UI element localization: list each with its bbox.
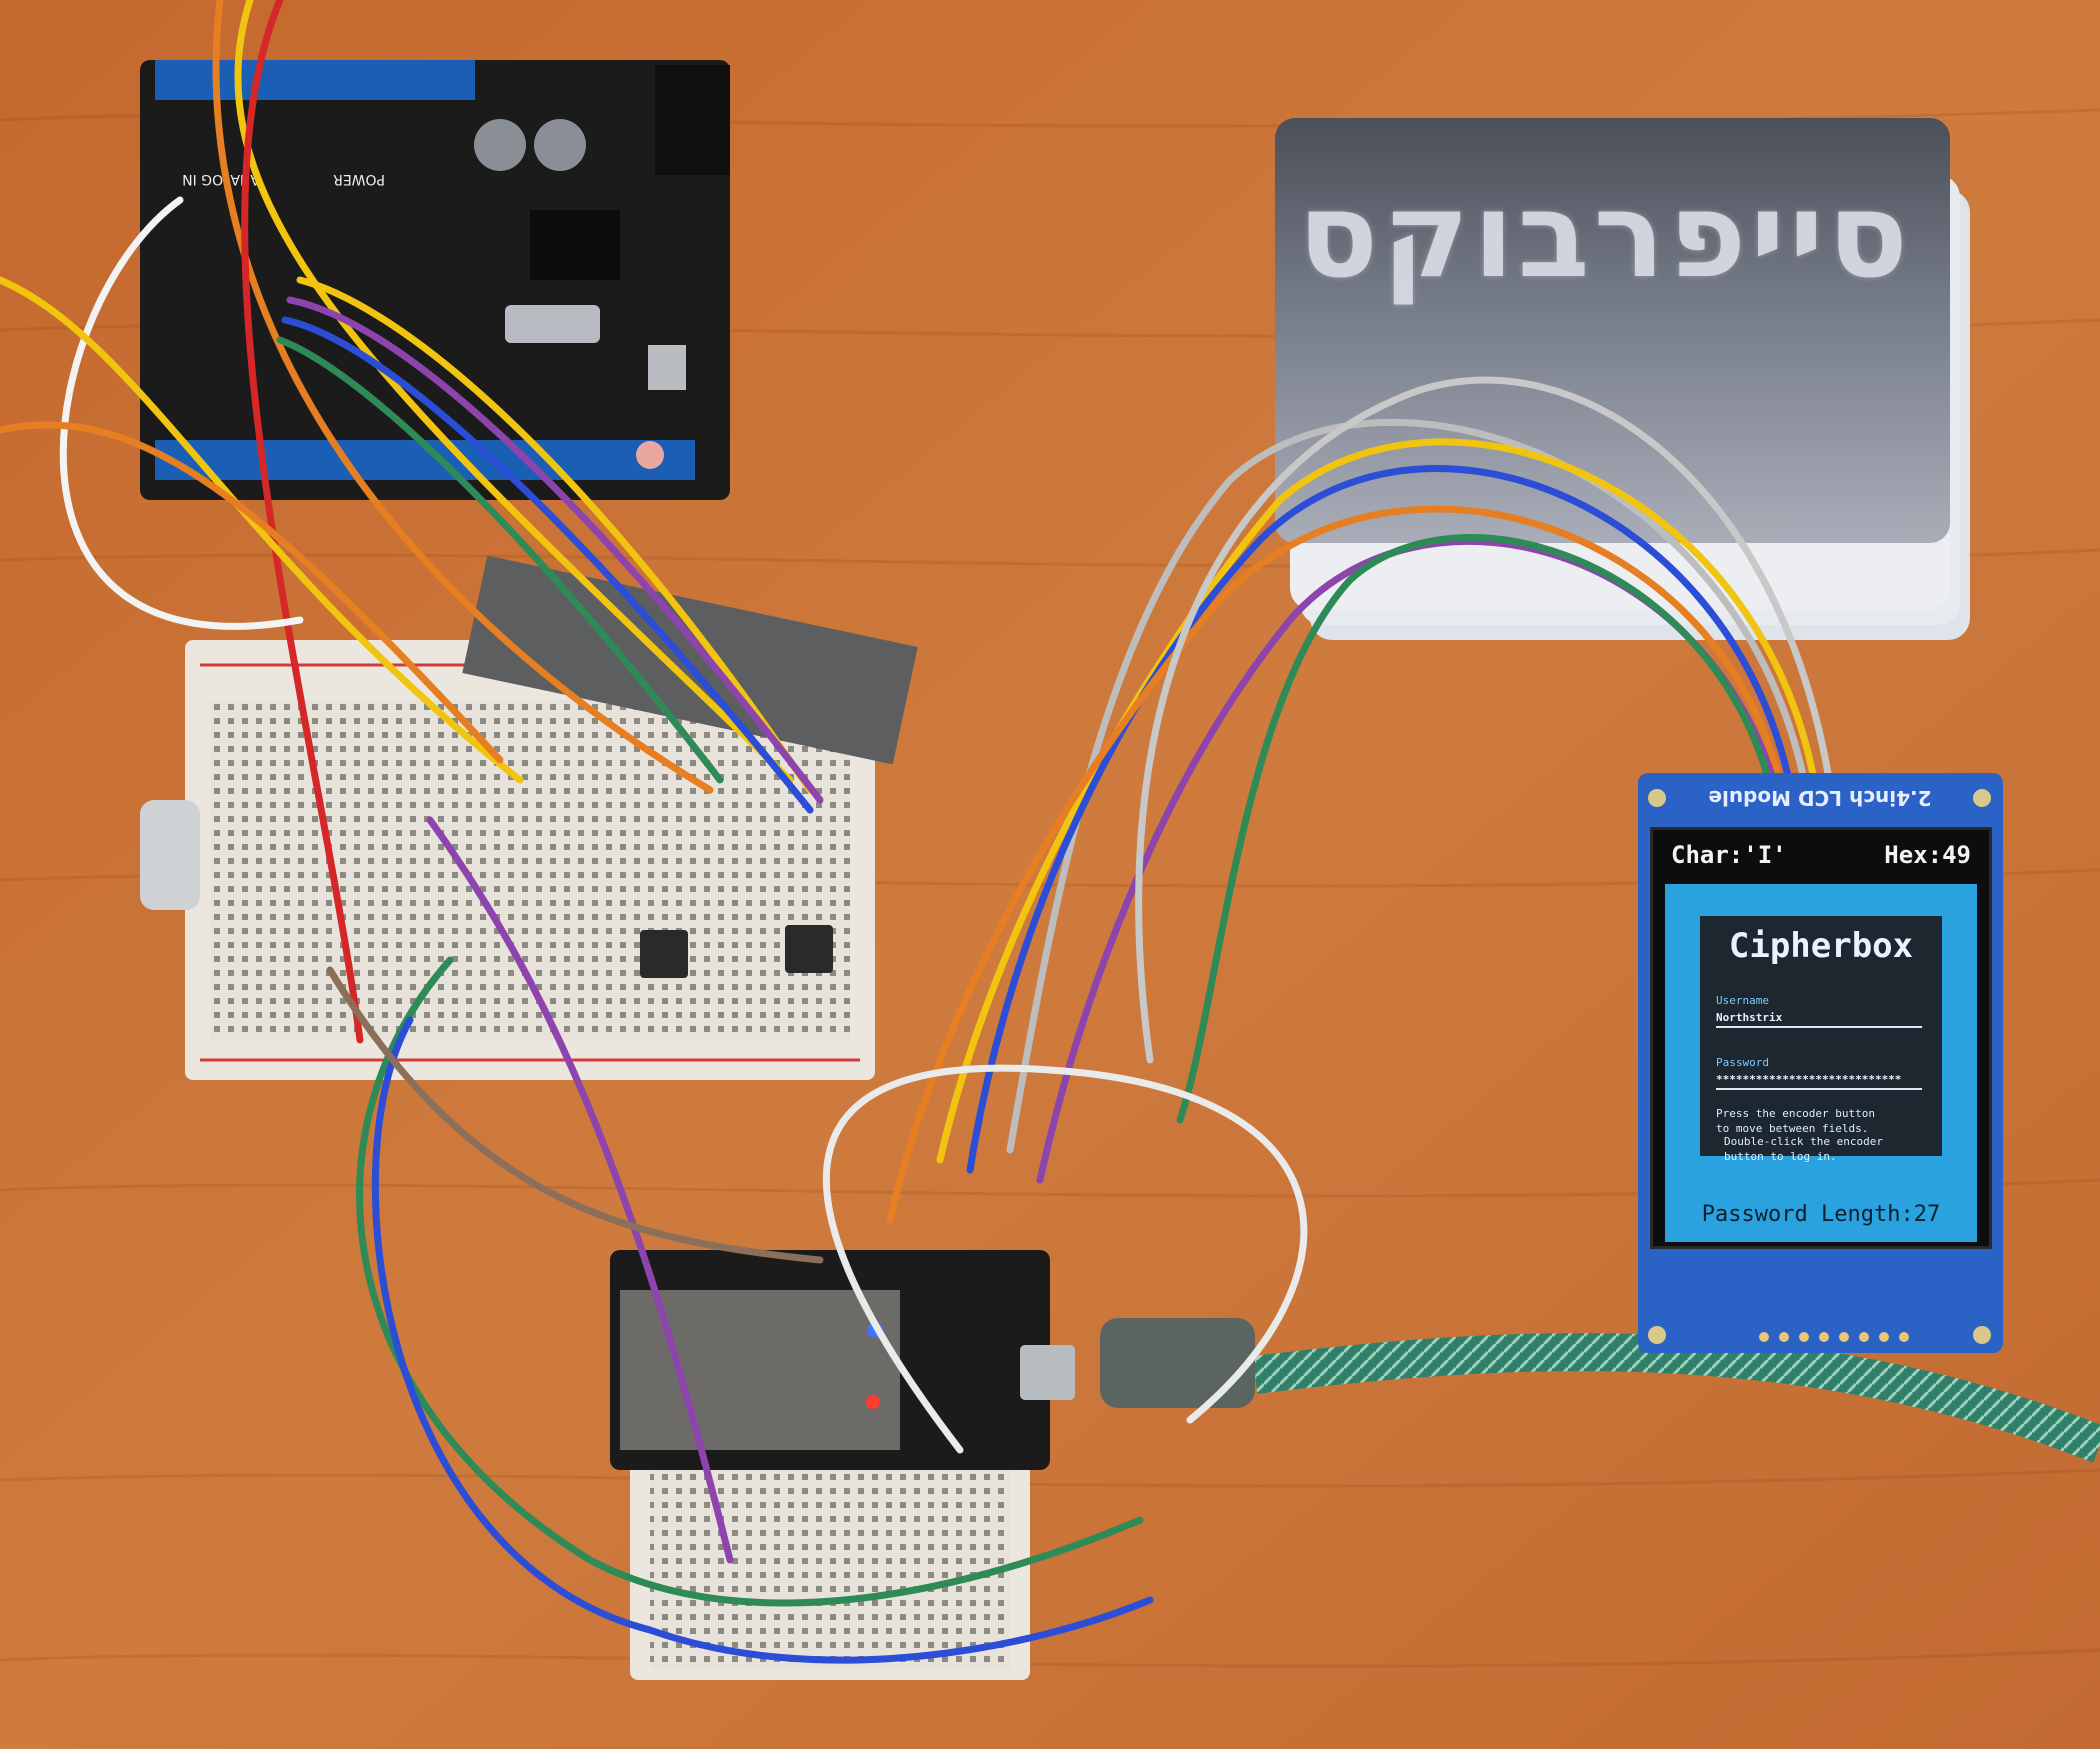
- help-line: button to log in.: [1724, 1150, 1837, 1163]
- help-line: Double-click the encoder: [1724, 1135, 1883, 1148]
- login-card: Cipherbox Username Northstrix Password *…: [1700, 916, 1942, 1156]
- lcd-login-panel: Cipherbox Username Northstrix Password *…: [1665, 884, 1977, 1186]
- esp32-assembly: [610, 1250, 1075, 1680]
- password-label: Password: [1716, 1056, 1769, 1069]
- svg-text:ANALOG IN: ANALOG IN: [182, 171, 260, 187]
- svg-text:POWER: POWER: [333, 171, 385, 187]
- sign-handwritten-text: סייפרבוקס: [1298, 166, 1912, 304]
- hex-readout: Hex:49: [1884, 841, 1971, 869]
- help-text-1: Press the encoder button to move between…: [1716, 1106, 1926, 1136]
- username-field[interactable]: Northstrix: [1716, 1011, 1922, 1028]
- cipherbox-sign-card: [1275, 118, 1950, 543]
- char-readout: Char:'I': [1671, 841, 1787, 869]
- username-label: Username: [1716, 994, 1769, 1007]
- lcd-pcb-label: 2.4inch LCD Module: [1708, 786, 1932, 810]
- password-field[interactable]: ****************************: [1716, 1073, 1922, 1090]
- password-length-readout: Password Length:27: [1665, 1186, 1977, 1242]
- arduino-board: POWER ANALOG IN: [140, 60, 730, 500]
- app-title: Cipherbox: [1728, 926, 1914, 966]
- jumper-wires: [0, 0, 1834, 1664]
- lcd-screen: Char:'I' Hex:49 Cipherbox Username North…: [1650, 827, 1992, 1249]
- help-line: Press the encoder button: [1716, 1107, 1875, 1120]
- usb-cable: [1100, 1318, 2100, 1463]
- lcd-header: Char:'I' Hex:49: [1653, 830, 1989, 880]
- help-text-2: Double-click the encoder button to log i…: [1724, 1134, 1944, 1164]
- help-line: to move between fields.: [1716, 1122, 1869, 1135]
